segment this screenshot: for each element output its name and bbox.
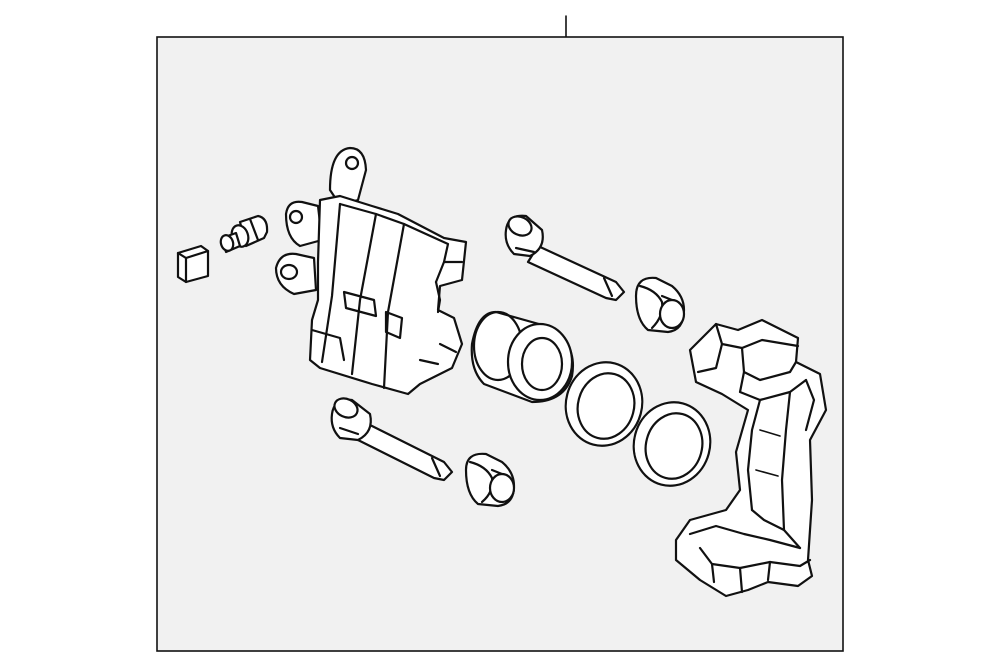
pin-boot-upper-icon (634, 276, 686, 334)
bleeder-screw-icon (219, 214, 269, 254)
dust-boot-icon (632, 401, 712, 487)
bleeder-cap-icon (176, 244, 210, 284)
guide-pin-upper-icon (504, 214, 626, 302)
piston-seal-icon (564, 361, 644, 447)
guide-pin-lower-icon (330, 397, 454, 482)
caliper-bracket-icon (674, 318, 828, 598)
pin-boot-lower-icon (464, 452, 516, 508)
piston-icon (470, 310, 574, 404)
caliper-housing-icon (274, 146, 468, 396)
